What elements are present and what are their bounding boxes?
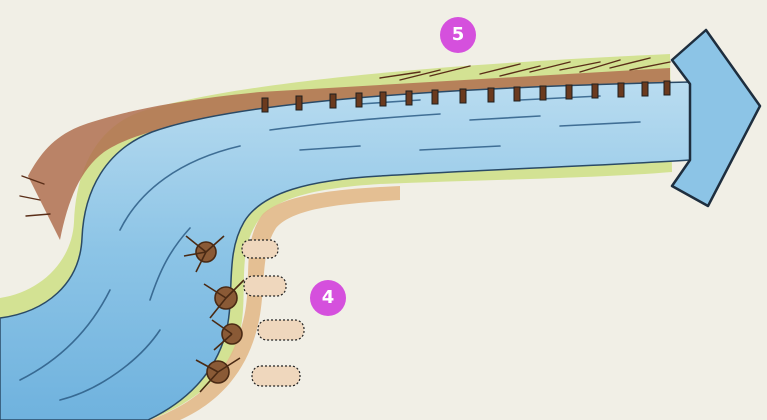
callout-marker-4: 4: [310, 280, 346, 316]
callout-marker-5: 5: [440, 17, 476, 53]
